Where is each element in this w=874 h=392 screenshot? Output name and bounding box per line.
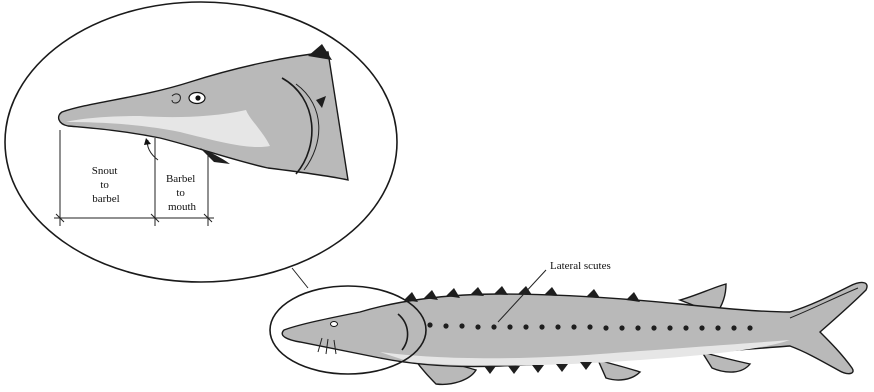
lateral-scute bbox=[475, 324, 480, 329]
label-to: to bbox=[100, 179, 109, 191]
dorsal-scute bbox=[586, 289, 600, 298]
ventral-scute bbox=[508, 366, 520, 374]
head-closeup: Snout to barbel Barbel to mouth bbox=[5, 2, 397, 282]
fish-eye bbox=[331, 322, 338, 327]
lateral-scute bbox=[731, 325, 736, 330]
lateral-scute bbox=[571, 324, 576, 329]
anal-fin bbox=[702, 352, 750, 372]
dorsal-scute bbox=[470, 287, 484, 296]
lateral-scute bbox=[523, 324, 528, 329]
lateral-scute bbox=[427, 322, 432, 327]
lateral-scute bbox=[603, 325, 608, 330]
label-barbel: barbel bbox=[92, 193, 119, 205]
lateral-scute bbox=[587, 324, 592, 329]
ventral-scute bbox=[532, 365, 544, 373]
lateral-scute bbox=[459, 323, 464, 328]
lateral-scute bbox=[715, 325, 720, 330]
lateral-scute bbox=[443, 323, 448, 328]
dorsal-scute bbox=[494, 286, 508, 295]
ventral-scute bbox=[484, 366, 496, 374]
sturgeon: Lateral scutes bbox=[270, 260, 867, 384]
label-to-2: to bbox=[176, 187, 185, 199]
pelvic-fin bbox=[598, 360, 640, 380]
lateral-scute bbox=[635, 325, 640, 330]
ventral-scute bbox=[556, 364, 568, 372]
lateral-scute bbox=[555, 324, 560, 329]
lateral-scute bbox=[667, 325, 672, 330]
dorsal-scute bbox=[544, 287, 558, 296]
label-snout-to-barbel: Snout to barbel bbox=[92, 165, 120, 205]
lateral-scute bbox=[651, 325, 656, 330]
closeup-pupil bbox=[195, 95, 200, 100]
label-barbel-to-mouth: Barbel to mouth bbox=[166, 173, 198, 213]
barbel-pointer-head bbox=[144, 138, 151, 145]
lateral-scute bbox=[699, 325, 704, 330]
label-snout: Snout bbox=[92, 165, 118, 177]
lateral-scute bbox=[507, 324, 512, 329]
label-lateral-scutes: Lateral scutes bbox=[550, 260, 611, 272]
ventral-scute bbox=[580, 362, 592, 370]
lateral-scute bbox=[539, 324, 544, 329]
lateral-scute bbox=[619, 325, 624, 330]
label-barbel-2: Barbel bbox=[166, 173, 195, 185]
callout-connector bbox=[292, 268, 308, 288]
label-mouth: mouth bbox=[168, 201, 197, 213]
lateral-scute bbox=[491, 324, 496, 329]
lateral-scute bbox=[683, 325, 688, 330]
lateral-scute bbox=[747, 325, 752, 330]
